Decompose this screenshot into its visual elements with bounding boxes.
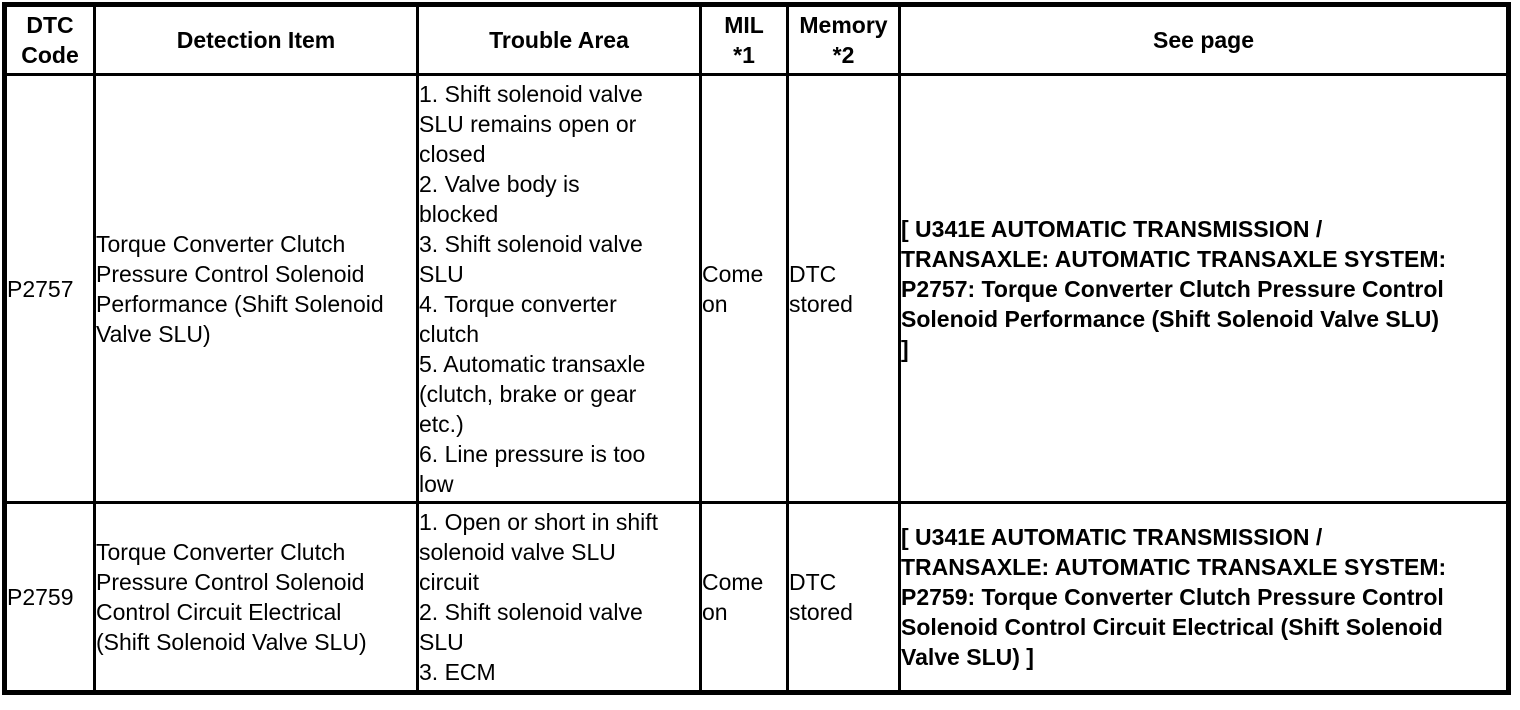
see-page-reference: [ U341E AUTOMATIC TRANSMISSION / TRANSAX… — [898, 73, 1511, 504]
see-page-reference: [ U341E AUTOMATIC TRANSMISSION / TRANSAX… — [898, 501, 1511, 695]
header-mil: MIL *1 — [699, 2, 789, 76]
header-detection-item: Detection Item — [93, 2, 419, 76]
trouble-area-list: 1. Shift solenoid valve SLU remains open… — [416, 73, 702, 504]
table-row-p2757: P2757 Torque Converter Clutch Pressure C… — [2, 73, 1511, 504]
header-memory: Memory *2 — [786, 2, 901, 76]
header-see-page: See page — [898, 2, 1511, 76]
memory-status: DTC stored — [786, 73, 901, 504]
dtc-code-table: DTC Code Detection Item Trouble Area MIL… — [2, 2, 1511, 695]
header-dtc-code: DTC Code — [2, 2, 96, 76]
dtc-code-value: P2757 — [2, 73, 96, 504]
table-header-row: DTC Code Detection Item Trouble Area MIL… — [2, 2, 1511, 76]
trouble-area-list: 1. Open or short in shift solenoid valve… — [416, 501, 702, 695]
header-trouble-area: Trouble Area — [416, 2, 702, 76]
dtc-code-value: P2759 — [2, 501, 96, 695]
detection-item-text: Torque Converter Clutch Pressure Control… — [93, 73, 419, 504]
memory-status: DTC stored — [786, 501, 901, 695]
mil-status: Come on — [699, 73, 789, 504]
detection-item-text: Torque Converter Clutch Pressure Control… — [93, 501, 419, 695]
table-row-p2759: P2759 Torque Converter Clutch Pressure C… — [2, 501, 1511, 695]
mil-status: Come on — [699, 501, 789, 695]
